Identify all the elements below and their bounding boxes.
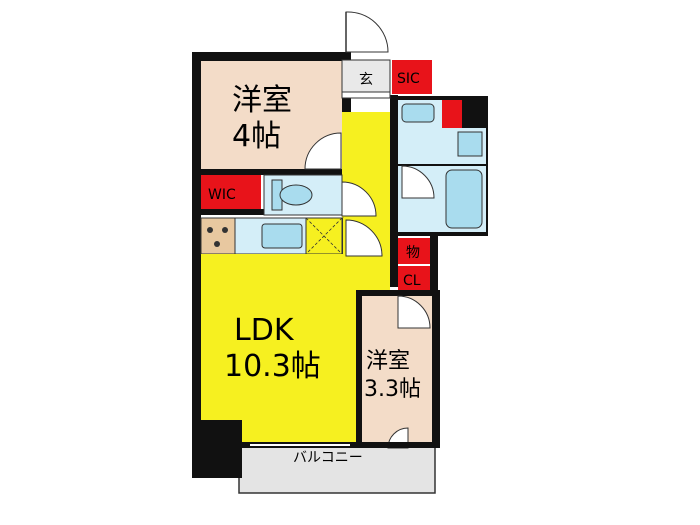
wic-closet xyxy=(201,175,261,209)
entrance-area xyxy=(341,59,391,97)
outer-wall-left xyxy=(192,52,201,478)
toilet-bowl xyxy=(279,184,313,206)
bath-door-arc xyxy=(401,165,435,199)
bathtub xyxy=(445,169,483,229)
door-arc-room1 xyxy=(304,132,342,170)
washing-pan xyxy=(457,131,483,157)
ldk-name: LDK xyxy=(234,313,295,348)
wall-room2-top xyxy=(362,290,440,296)
wic-label: WIC xyxy=(208,187,236,203)
outer-wall-top xyxy=(192,52,342,61)
wall-room2-right xyxy=(432,292,440,448)
toilet-door-arc xyxy=(341,181,377,217)
column-bottom-left xyxy=(192,420,242,478)
entrance-step xyxy=(341,91,391,99)
storage-closet xyxy=(398,238,430,264)
kitchen-sink xyxy=(261,223,303,249)
sink-basin xyxy=(401,103,435,123)
ldk-door-arc xyxy=(345,219,383,257)
entrance-label: 玄 xyxy=(359,71,373,88)
sic-label: SIC xyxy=(397,71,420,87)
sic-closet xyxy=(392,60,432,94)
cl-closet xyxy=(398,266,430,292)
wall-wic-bottom xyxy=(201,209,271,215)
burner-icon xyxy=(207,227,213,233)
room1-size: 4帖 xyxy=(232,119,281,154)
wash-red-storage xyxy=(442,100,462,128)
room1-name: 洋室 xyxy=(232,83,292,118)
entry-door-arc xyxy=(345,11,389,53)
balcony-label: バルコニー xyxy=(293,450,363,466)
ldk-size: 10.3帖 xyxy=(224,349,321,384)
ldk-room xyxy=(201,218,390,448)
wall-room1-bottom xyxy=(201,169,381,175)
cooktop xyxy=(200,217,236,255)
burner-icon xyxy=(214,241,220,247)
burner-icon xyxy=(222,227,228,233)
wall-room2-left xyxy=(356,290,362,448)
room2-name: 洋室 xyxy=(366,349,410,374)
storage-label: 物 xyxy=(406,245,420,261)
wall-cl-right xyxy=(430,236,438,296)
room2-size: 3.3帖 xyxy=(364,377,421,402)
closet-label: CL xyxy=(403,273,421,289)
room2-door-arc xyxy=(397,295,431,329)
